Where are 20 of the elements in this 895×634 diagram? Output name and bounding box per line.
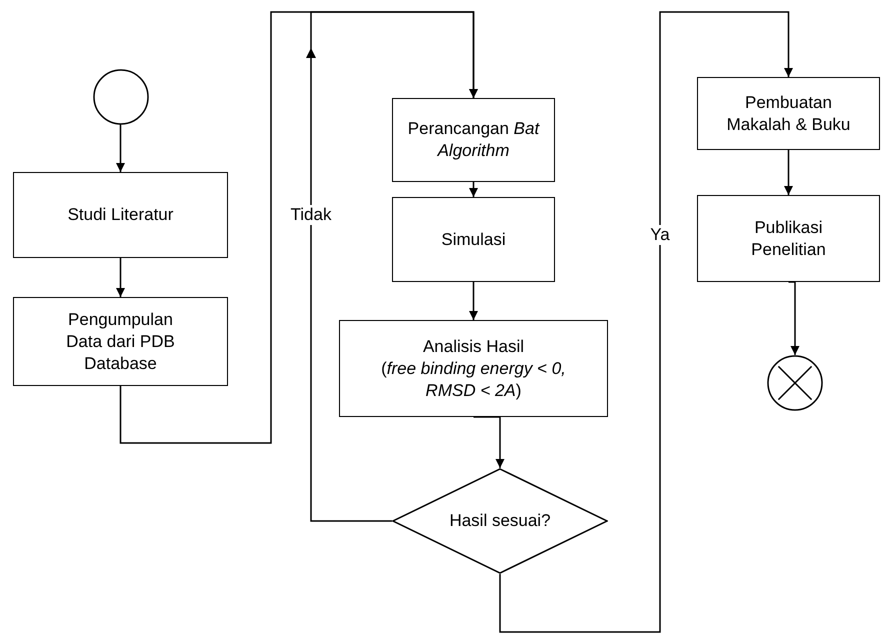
process-box [392,98,555,182]
process-box [392,197,555,282]
box-text: (free binding energy < 0, RMSD < 2A) [380,358,567,402]
box-text: Pengumpulan Data dari PDB Database [65,308,176,374]
process-box [13,297,228,386]
box-text: Simulasi [441,228,506,250]
edge-label: Ya [648,225,672,245]
end-circle [767,355,823,411]
edge-label: Tidak [288,205,334,225]
box-text: Analisis Hasil [422,336,524,358]
process-box [697,77,880,150]
box-text: Pembuatan Makalah & Buku [726,92,851,136]
box-text: Studi Literatur [68,204,174,226]
process-box [13,172,228,258]
process-box [697,195,880,282]
start-circle [93,69,149,125]
process-box [339,320,608,417]
box-text: Perancangan Bat Algorithm [406,118,541,162]
box-text: Publikasi Penelitian [750,216,827,260]
decision-text: Hasil sesuai? [449,510,551,532]
